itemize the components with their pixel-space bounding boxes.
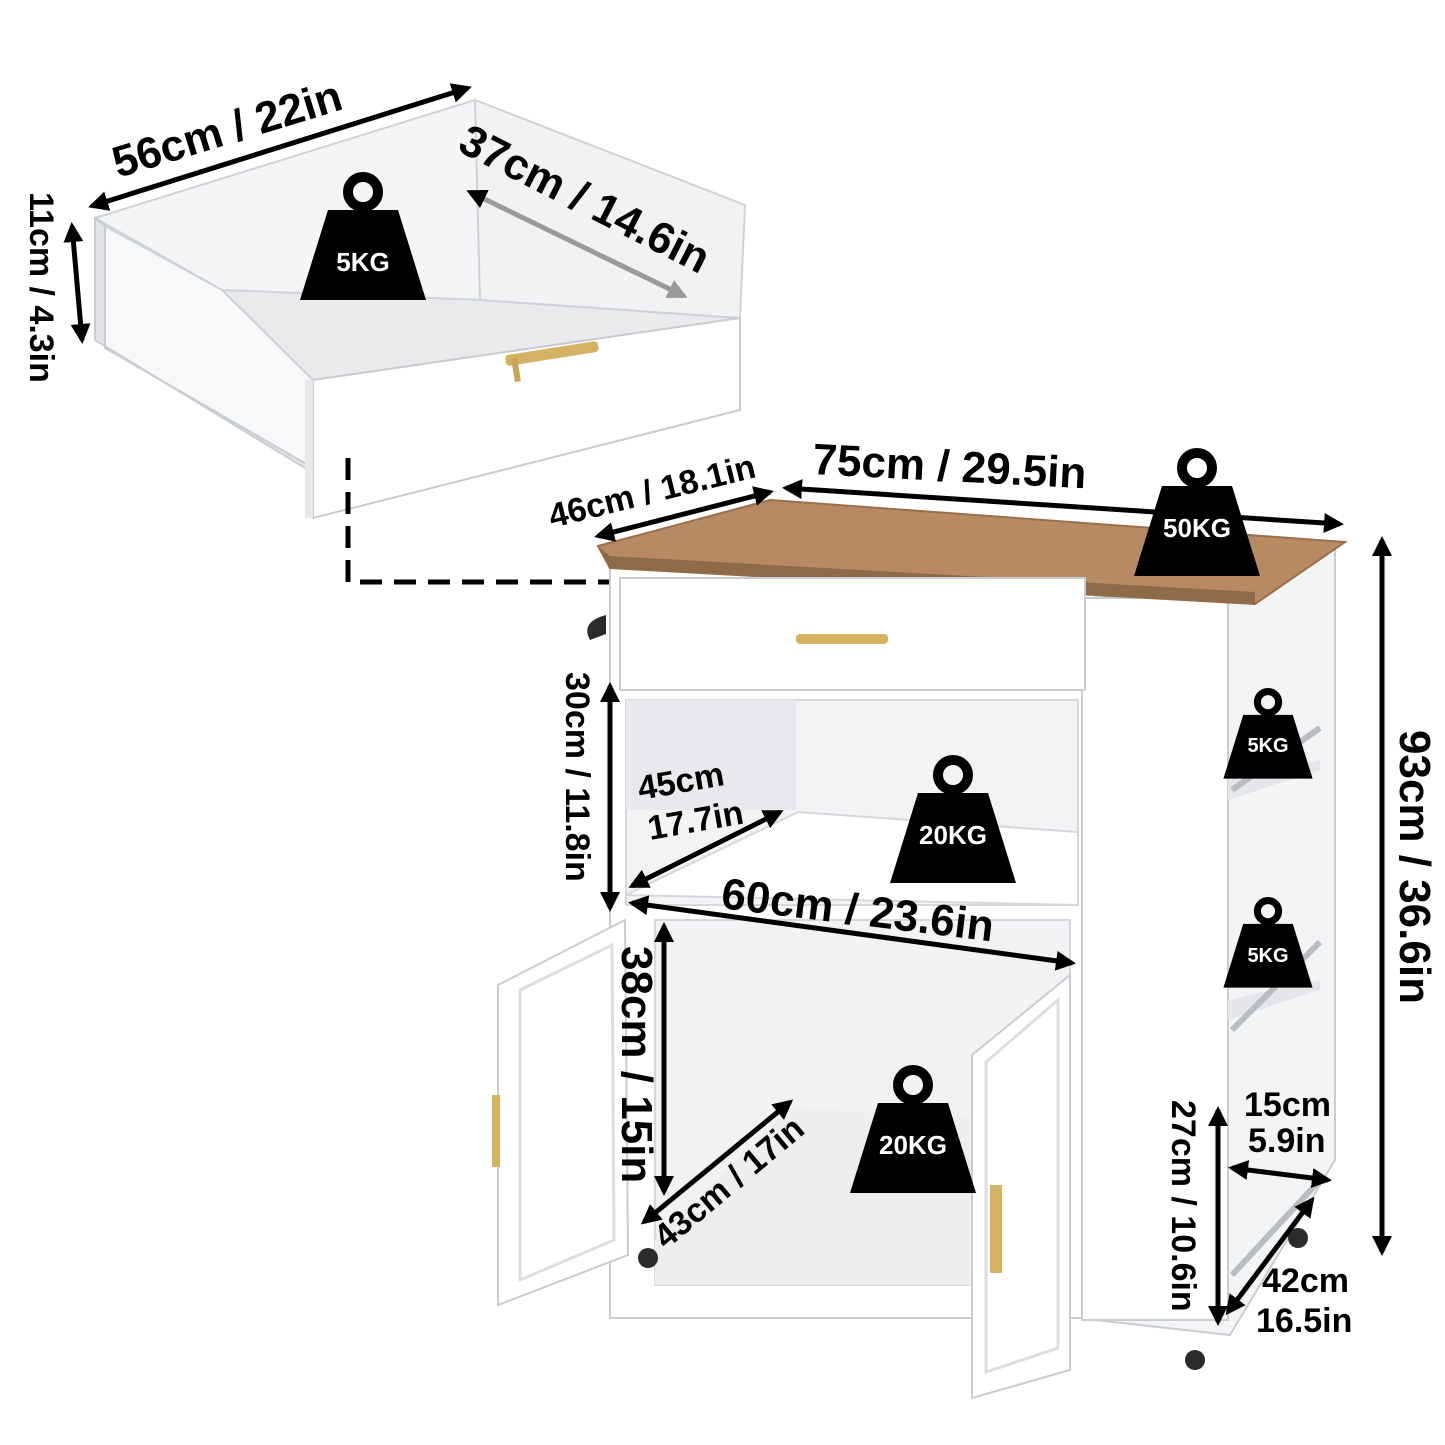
side-rack-upper-load-label: 5KG bbox=[1247, 735, 1288, 757]
side-rack-lower-load-label: 5KG bbox=[1247, 945, 1288, 967]
open-shelf-weight-icon: 20KG bbox=[890, 760, 1016, 883]
side-rack-width-cm-label: 15cm bbox=[1244, 1086, 1331, 1124]
side-rack-depth-in-label: 16.5in bbox=[1256, 1302, 1352, 1340]
side-rack-depth-cm-label: 42cm bbox=[1262, 1262, 1349, 1300]
open-shelf-height-label: 30cm / 11.8in bbox=[558, 672, 596, 882]
cabinet-height-label: 38cm / 15in bbox=[612, 946, 661, 1183]
side-rack-lower-weight-icon: 5KG bbox=[1223, 901, 1312, 988]
cart-width-label: 75cm / 29.5in bbox=[811, 435, 1087, 498]
side-rack-upper-weight-icon: 5KG bbox=[1223, 692, 1312, 779]
open-shelf-load-label: 20KG bbox=[919, 820, 987, 850]
side-rack-width-in-label: 5.9in bbox=[1248, 1122, 1325, 1160]
top-weight-icon: 50KG bbox=[1134, 453, 1260, 576]
cabinet-load-label: 20KG bbox=[879, 1130, 947, 1160]
cart-height-label: 93cm / 36.6in bbox=[1390, 730, 1439, 1004]
top-load-label: 50KG bbox=[1163, 513, 1231, 543]
drawer-height-label: 11cm / 4.3in bbox=[22, 192, 60, 383]
cabinet-weight-icon: 20KG bbox=[850, 1070, 976, 1193]
drawer-load-label: 5KG bbox=[336, 247, 389, 277]
side-rack-height-label: 27cm / 10.6in bbox=[1164, 1100, 1202, 1312]
drawer-weight-icon: 5KG bbox=[300, 177, 426, 300]
